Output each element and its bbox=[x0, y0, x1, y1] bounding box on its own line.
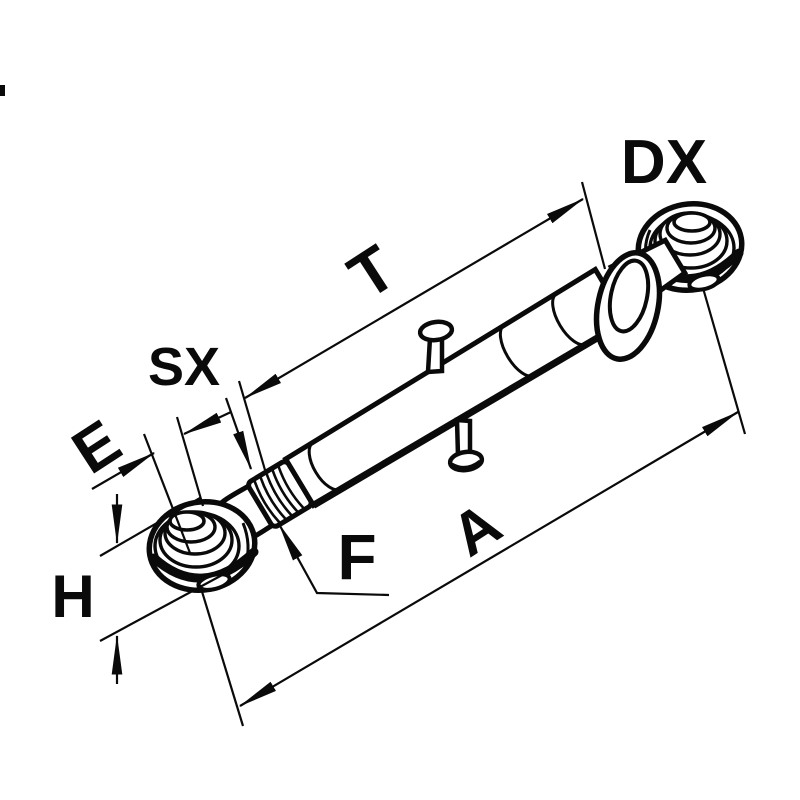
ball-joint-left bbox=[146, 498, 259, 594]
ball-lip-left bbox=[196, 572, 232, 592]
h-tangent-upper bbox=[99, 497, 201, 557]
witness-line-e-right bbox=[175, 416, 205, 507]
boot-cap bbox=[672, 211, 712, 233]
pin-head bbox=[417, 319, 455, 343]
h-tangent-lower bbox=[99, 566, 238, 642]
flange-inner bbox=[607, 258, 651, 334]
leader-line-f bbox=[278, 522, 390, 597]
dimension-lines bbox=[91, 181, 747, 727]
dimension-label-f: F bbox=[337, 521, 376, 593]
witness-line-t-right bbox=[580, 181, 607, 270]
dimension-line-e-outer-right bbox=[182, 411, 232, 435]
dimension-label-h: H bbox=[51, 563, 94, 630]
dimension-label-a: A bbox=[440, 490, 513, 570]
witness-line-a-left bbox=[198, 584, 245, 727]
dimension-line-a bbox=[238, 411, 740, 707]
dimension-line-t bbox=[243, 198, 585, 399]
cross-pin-lower bbox=[447, 417, 485, 473]
ball-lip-right bbox=[687, 272, 721, 292]
dimension-label-e: E bbox=[61, 407, 133, 487]
dimension-label-sx: SX bbox=[148, 337, 220, 397]
shaft-tube bbox=[282, 266, 630, 509]
witness-line-a-right bbox=[701, 287, 747, 435]
dimension-label-dx: DX bbox=[621, 128, 707, 197]
leader-line-sx bbox=[224, 397, 253, 471]
flange-collar bbox=[593, 250, 663, 362]
scan-artifact bbox=[0, 85, 5, 96]
dimension-line-e-outer-left bbox=[91, 452, 156, 490]
dimension-label-t: T bbox=[336, 231, 408, 313]
